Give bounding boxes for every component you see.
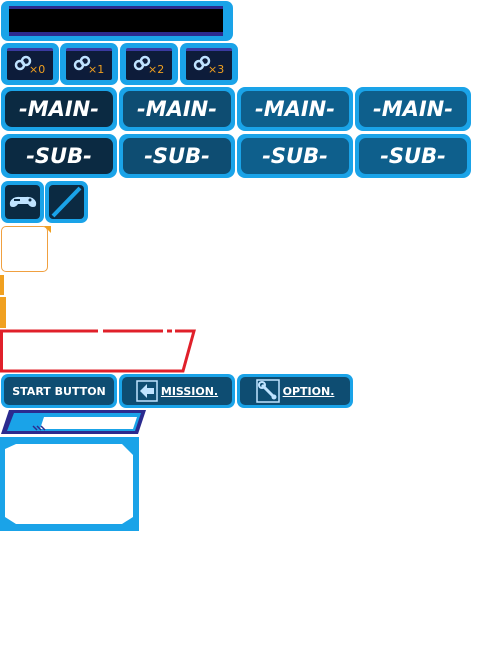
main-tab-label: -MAIN- — [5, 91, 113, 127]
window-panel-inner — [5, 444, 133, 524]
red-label-frame — [0, 329, 196, 373]
link-chain-icon — [133, 55, 151, 71]
multiplier-label: ×3 — [208, 63, 225, 76]
start-button[interactable]: START BUTTON — [1, 374, 117, 408]
main-tab-4[interactable]: -MAIN- — [355, 87, 471, 131]
cursor-frame — [1, 226, 48, 272]
main-tab-label: -MAIN- — [123, 91, 231, 127]
sub-tab-1[interactable]: -SUB- — [1, 134, 117, 178]
start-button-label: START BUTTON — [12, 384, 106, 398]
multiplier-button-1[interactable]: ×1 — [60, 43, 118, 85]
wrench-icon — [255, 379, 280, 403]
sub-tab-label: -SUB- — [241, 138, 349, 174]
gamepad-icon — [9, 196, 37, 207]
controller-button[interactable] — [1, 181, 44, 223]
main-tab-label: -MAIN- — [241, 91, 349, 127]
slanted-gauge-frame — [1, 410, 146, 434]
link-chain-icon — [193, 55, 211, 71]
slash-icon — [51, 186, 82, 218]
slash-button[interactable] — [45, 181, 88, 223]
main-tab-2[interactable]: -MAIN- — [119, 87, 235, 131]
sub-tab-label: -SUB- — [5, 138, 113, 174]
orange-gauge-short — [0, 275, 4, 295]
back-arrow-icon — [136, 380, 158, 402]
mission-button-label: MISSION. — [160, 384, 219, 398]
option-button-label: OPTION. — [282, 384, 335, 398]
sub-tab-label: -SUB- — [123, 138, 231, 174]
orange-gauge-tall — [0, 297, 6, 328]
sub-tab-label: -SUB- — [359, 138, 467, 174]
multiplier-button-2[interactable]: ×2 — [120, 43, 178, 85]
multiplier-label: ×2 — [148, 63, 165, 76]
option-button[interactable]: OPTION. — [237, 374, 353, 408]
mission-button[interactable]: MISSION. — [119, 374, 235, 408]
main-tab-1[interactable]: -MAIN- — [1, 87, 117, 131]
sub-tab-2[interactable]: -SUB- — [119, 134, 235, 178]
link-chain-icon — [73, 55, 91, 71]
sub-tab-4[interactable]: -SUB- — [355, 134, 471, 178]
multiplier-label: ×0 — [29, 63, 46, 76]
multiplier-button-0[interactable]: ×0 — [1, 43, 59, 85]
multiplier-label: ×1 — [88, 63, 105, 76]
main-tab-3[interactable]: -MAIN- — [237, 87, 353, 131]
multiplier-button-3[interactable]: ×3 — [180, 43, 238, 85]
sub-tab-3[interactable]: -SUB- — [237, 134, 353, 178]
link-chain-icon — [14, 55, 32, 71]
cursor-corner-icon — [44, 226, 51, 233]
top-bar-display — [9, 6, 223, 36]
main-tab-label: -MAIN- — [359, 91, 467, 127]
top-bar-frame — [1, 1, 233, 41]
